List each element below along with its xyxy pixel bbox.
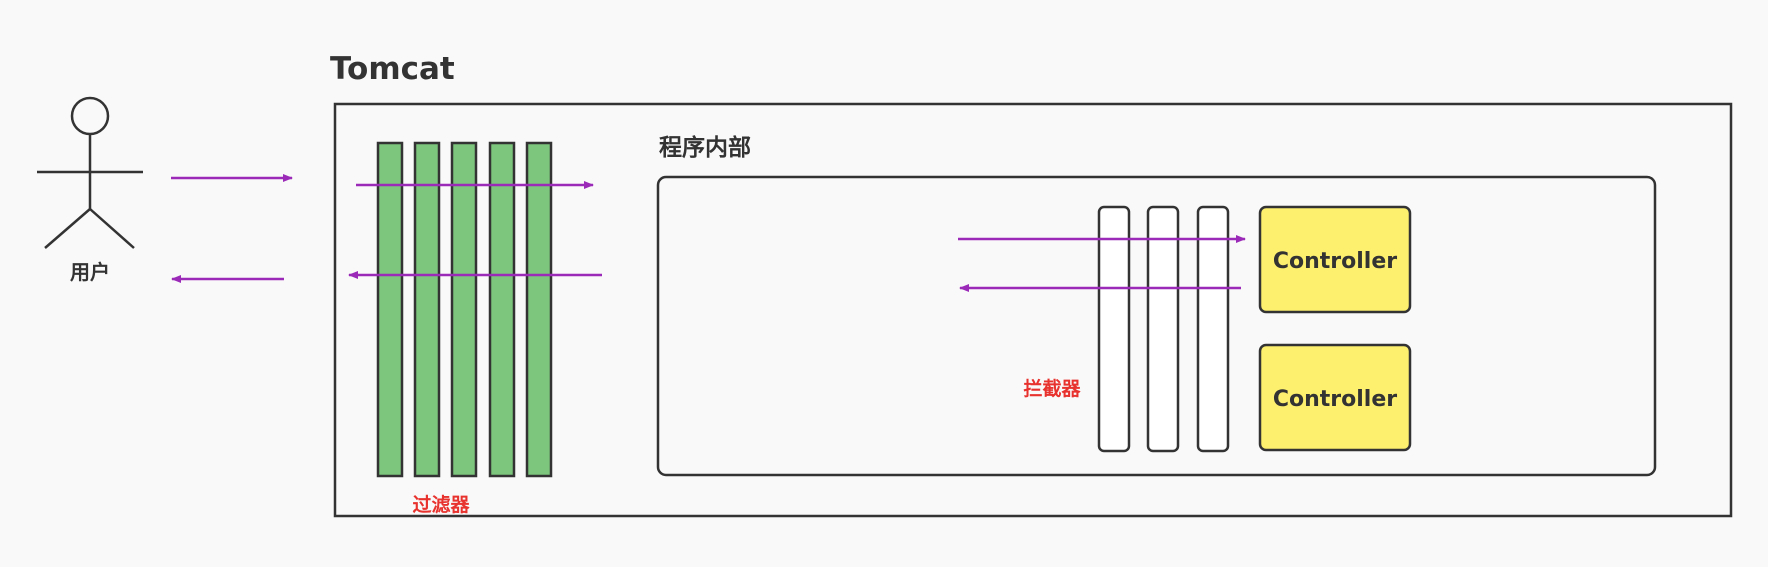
user-actor-icon bbox=[37, 96, 143, 249]
filter-bar-4 bbox=[488, 141, 516, 478]
filter-chain bbox=[376, 141, 553, 478]
controller-box-1: Controller bbox=[1258, 205, 1412, 314]
interceptor-bar-1 bbox=[1097, 205, 1131, 453]
program-container bbox=[656, 175, 1657, 477]
tomcat-title: Tomcat bbox=[330, 51, 455, 87]
filter-label: 过滤器 bbox=[412, 494, 470, 516]
filter-bar-5 bbox=[525, 141, 553, 478]
filter-bar-2 bbox=[413, 141, 441, 478]
tomcat-container bbox=[333, 102, 1733, 518]
controller-box-2: Controller bbox=[1258, 343, 1412, 452]
interceptor-label: 拦截器 bbox=[1023, 377, 1081, 400]
controller-label-2: Controller bbox=[1273, 387, 1397, 412]
interceptor-bar-3 bbox=[1196, 205, 1230, 453]
user-label: 用户 bbox=[70, 260, 110, 284]
filter-bar-3 bbox=[450, 141, 478, 478]
interceptor-bar-2 bbox=[1146, 205, 1180, 453]
program-title: 程序内部 bbox=[659, 134, 751, 161]
interceptor-chain bbox=[1097, 205, 1230, 453]
controller-label-1: Controller bbox=[1273, 249, 1397, 274]
filter-bar-1 bbox=[376, 141, 404, 478]
